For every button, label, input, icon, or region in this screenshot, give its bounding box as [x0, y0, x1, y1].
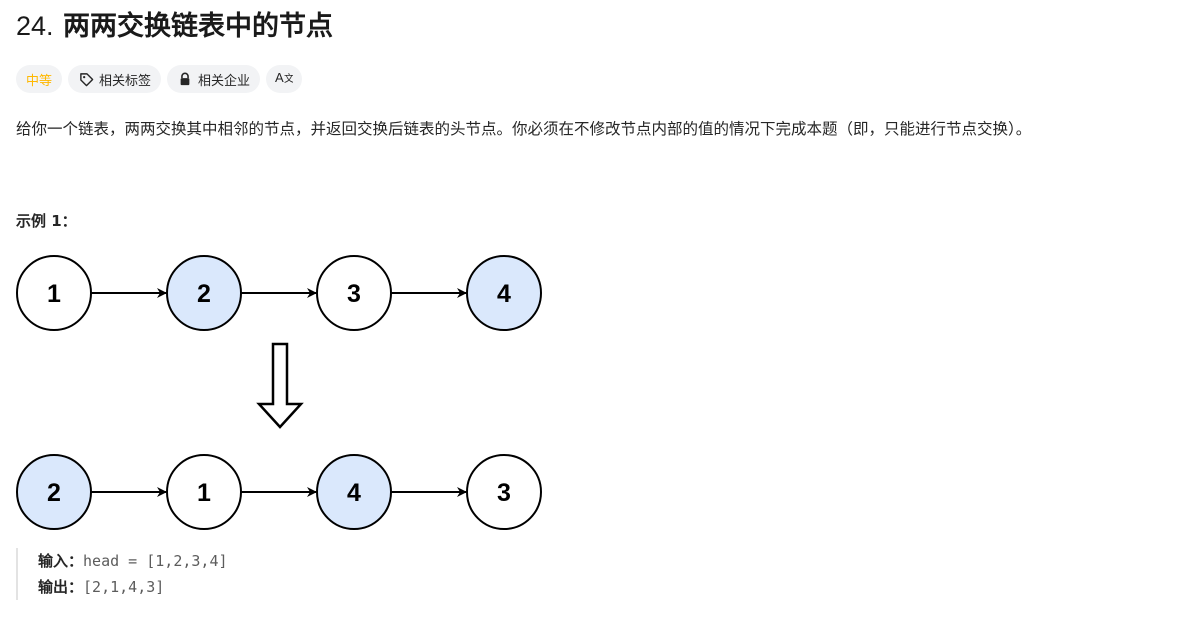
lock-icon	[177, 71, 193, 87]
list-node	[316, 454, 392, 530]
page-title: 24. 两两交换链表中的节点	[16, 6, 333, 47]
example-output: 输出：[2,1,4,3]	[38, 574, 228, 600]
list-node	[466, 454, 542, 530]
list-node	[316, 255, 392, 331]
down-arrow-icon	[256, 342, 304, 429]
related-companies-label: 相关企业	[198, 73, 251, 89]
list-node	[16, 454, 92, 530]
node-value: 3	[497, 479, 511, 507]
example-io: 输入：head = [1,2,3,4] 输出：[2,1,4,3]	[16, 548, 228, 600]
svg-text:A: A	[275, 70, 284, 84]
list-node	[166, 454, 242, 530]
output-label: 输出：	[38, 578, 84, 596]
example-title: 示例 1：	[16, 212, 77, 230]
node-value: 1	[47, 280, 61, 308]
problem-number: 24.	[16, 11, 54, 41]
input-value: head = [1,2,3,4]	[83, 552, 228, 570]
list-node	[16, 255, 92, 331]
node-value: 2	[47, 479, 61, 507]
translate-icon: A 文	[275, 70, 294, 88]
list-node	[466, 255, 542, 331]
tag-bar: 中等 相关标签 相关企业 A 文	[16, 65, 303, 93]
node-value: 3	[347, 280, 361, 308]
list-before: 1 2 3 4	[16, 255, 542, 331]
input-label: 输入：	[38, 552, 84, 570]
related-companies-button[interactable]: 相关企业	[167, 65, 261, 93]
related-tags-label: 相关标签	[99, 73, 152, 89]
translate-button[interactable]: A 文	[266, 65, 303, 93]
tag-icon	[78, 71, 94, 87]
node-value: 4	[347, 479, 361, 507]
list-node	[166, 255, 242, 331]
problem-description: 给你一个链表，两两交换其中相邻的节点，并返回交换后链表的头节点。你必须在不修改节…	[16, 120, 1032, 138]
related-tags-button[interactable]: 相关标签	[68, 65, 162, 93]
example-input: 输入：head = [1,2,3,4]	[38, 548, 228, 574]
linked-list-diagram: 1 2 3 4 2 1 4 3	[16, 255, 542, 530]
svg-text:文: 文	[284, 72, 293, 84]
node-value: 2	[197, 280, 211, 308]
node-value: 4	[497, 280, 511, 308]
difficulty-badge[interactable]: 中等	[16, 65, 63, 93]
example-diagram: 1 2 3 4 2 1 4 3	[14, 251, 546, 537]
node-value: 1	[197, 479, 211, 507]
list-after: 2 1 4 3	[16, 454, 542, 530]
output-value: [2,1,4,3]	[83, 578, 165, 596]
problem-title: 两两交换链表中的节点	[62, 11, 333, 42]
